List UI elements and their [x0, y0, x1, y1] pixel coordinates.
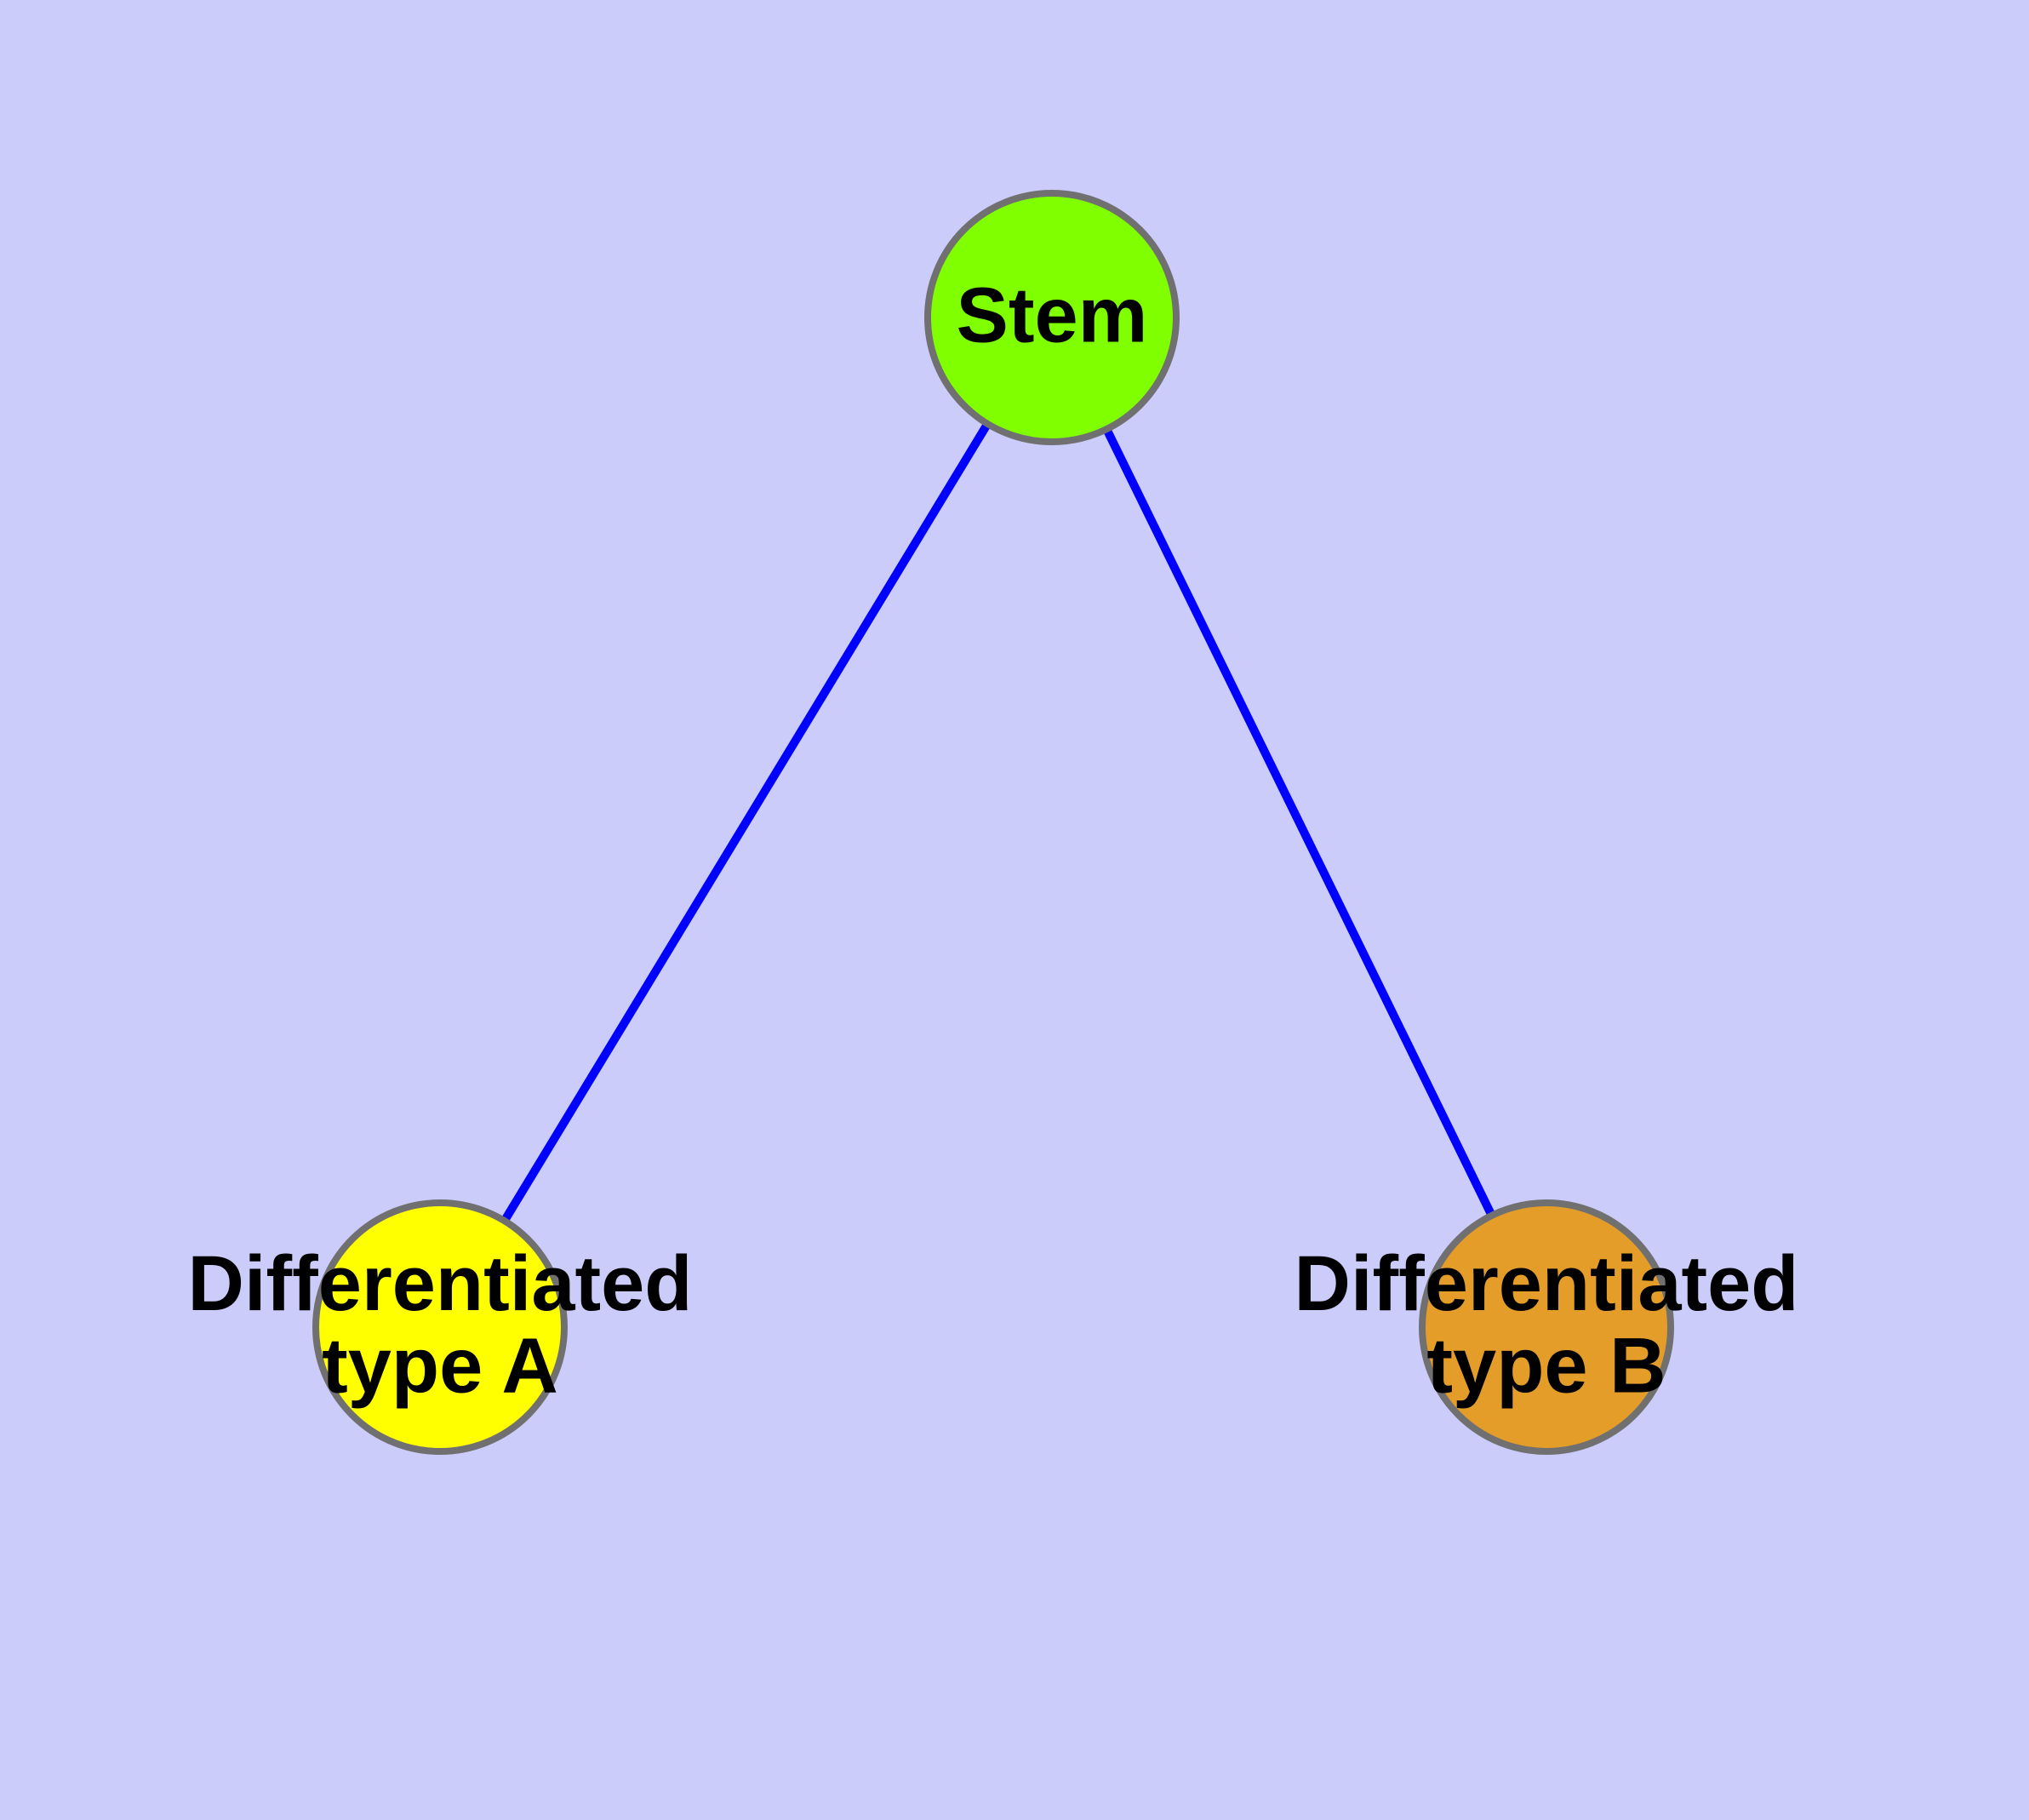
node-stem[interactable]: Stem	[924, 190, 1180, 445]
node-differentiated-b-label-line1: Differentiated	[1295, 1240, 1799, 1327]
node-differentiated-a-label-line1: Differentiated	[188, 1240, 693, 1327]
node-stem-label: Stem	[957, 272, 1148, 358]
edge-stem-to-differentiated-a[interactable]	[498, 417, 994, 1228]
node-differentiated-a[interactable]: Differentiated type A	[188, 1199, 693, 1455]
edges-layer	[498, 417, 1498, 1228]
node-differentiated-b-label-line2: type B	[1426, 1323, 1666, 1410]
node-differentiated-a-circle[interactable]	[312, 1199, 568, 1455]
nodes-layer: Stem Differentiated type A Differentiate…	[188, 190, 1799, 1455]
node-differentiated-a-label-line2: type A	[322, 1323, 558, 1410]
edge-stem-to-differentiated-b[interactable]	[1100, 422, 1498, 1222]
node-differentiated-b[interactable]: Differentiated type B	[1295, 1199, 1799, 1455]
node-stem-circle[interactable]	[924, 190, 1180, 445]
node-differentiated-b-circle[interactable]	[1419, 1199, 1674, 1455]
